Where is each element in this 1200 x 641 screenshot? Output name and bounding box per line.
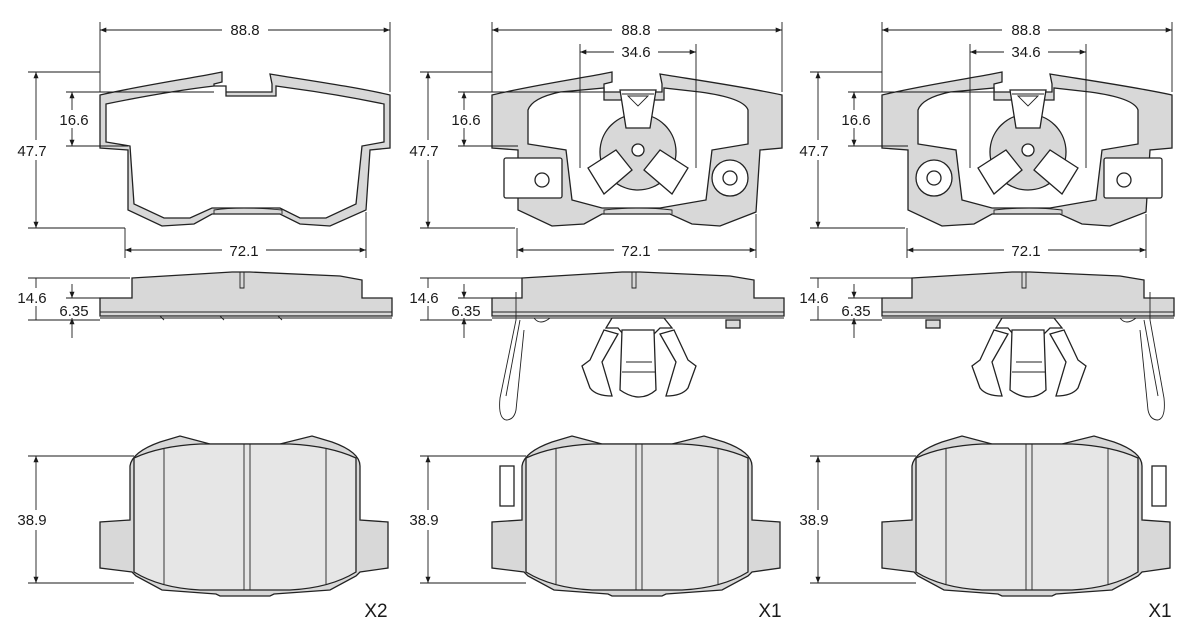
dim-inner-height: 16.6 [451,112,480,129]
quantity-label: X1 [1148,601,1171,622]
dim-clip-width: 34.6 [621,44,650,61]
dim-bottom-width: 72.1 [229,243,258,260]
backplate-view-3 [881,71,1173,227]
dim-top-width: 88.8 [230,22,259,39]
dim-side-backing: 6.35 [451,303,480,320]
column-3: 88.8 34.6 47.7 16.6 72.1 [792,20,1175,622]
dim-top-width: 88.8 [1011,22,1040,39]
quantity-label: X2 [364,601,387,622]
dim-bottom-width: 72.1 [621,243,650,260]
side-view-1 [99,271,393,321]
friction-view-3 [881,435,1171,597]
side-view-3 [881,271,1175,421]
friction-view-1 [99,435,389,597]
dim-side-total: 14.6 [799,290,828,307]
side-view-2 [491,271,785,421]
dim-side-backing: 6.35 [59,303,88,320]
dim-side-total: 14.6 [409,290,438,307]
dim-friction-height: 38.9 [409,512,438,529]
dim-inner-height: 16.6 [841,112,870,129]
dim-side-backing: 6.35 [841,303,870,320]
dim-clip-width: 34.6 [1011,44,1040,61]
dim-height: 47.7 [799,143,828,160]
dim-bottom-width: 72.1 [1011,243,1040,260]
dim-friction-height: 38.9 [799,512,828,529]
dim-height: 47.7 [409,143,438,160]
dim-side-total: 14.6 [17,290,46,307]
column-1: 88.8 47.7 16.6 72.1 1 [10,20,393,622]
quantity-label: X1 [758,601,781,622]
friction-view-2 [491,435,781,597]
dim-top-width: 88.8 [621,22,650,39]
backplate-view-1 [99,71,391,227]
dim-friction-height: 38.9 [17,512,46,529]
dim-inner-height: 16.6 [59,112,88,129]
dim-height: 47.7 [17,143,46,160]
backplate-view-2 [491,71,783,227]
column-2: 88.8 34.6 47.7 16.6 72.1 [402,20,785,622]
